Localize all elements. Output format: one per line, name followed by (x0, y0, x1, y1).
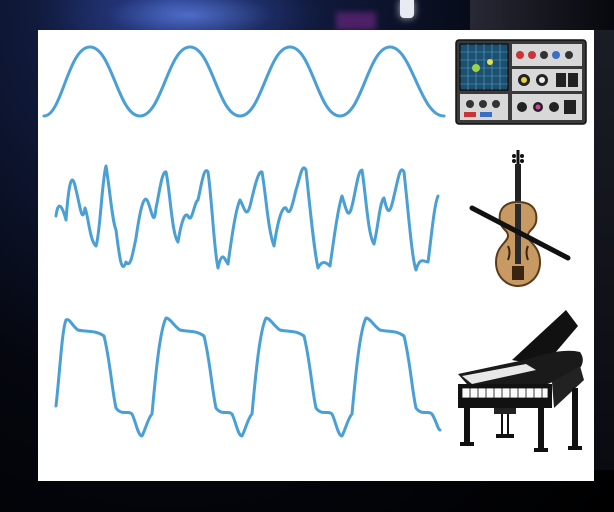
background-right-edge (592, 30, 614, 470)
grand-piano-icon (458, 310, 584, 452)
pure-sine-waveform (42, 45, 446, 118)
background-panel (470, 0, 614, 30)
violin-icon (469, 150, 571, 288)
slide-canvas (42, 39, 587, 452)
synthesizer-icon (455, 39, 587, 125)
piano-waveform (54, 316, 442, 438)
background-spotlight (400, 0, 414, 18)
complex-violin-waveform (54, 164, 440, 272)
waveform-slide (38, 30, 594, 481)
background-purple-light (336, 12, 376, 30)
